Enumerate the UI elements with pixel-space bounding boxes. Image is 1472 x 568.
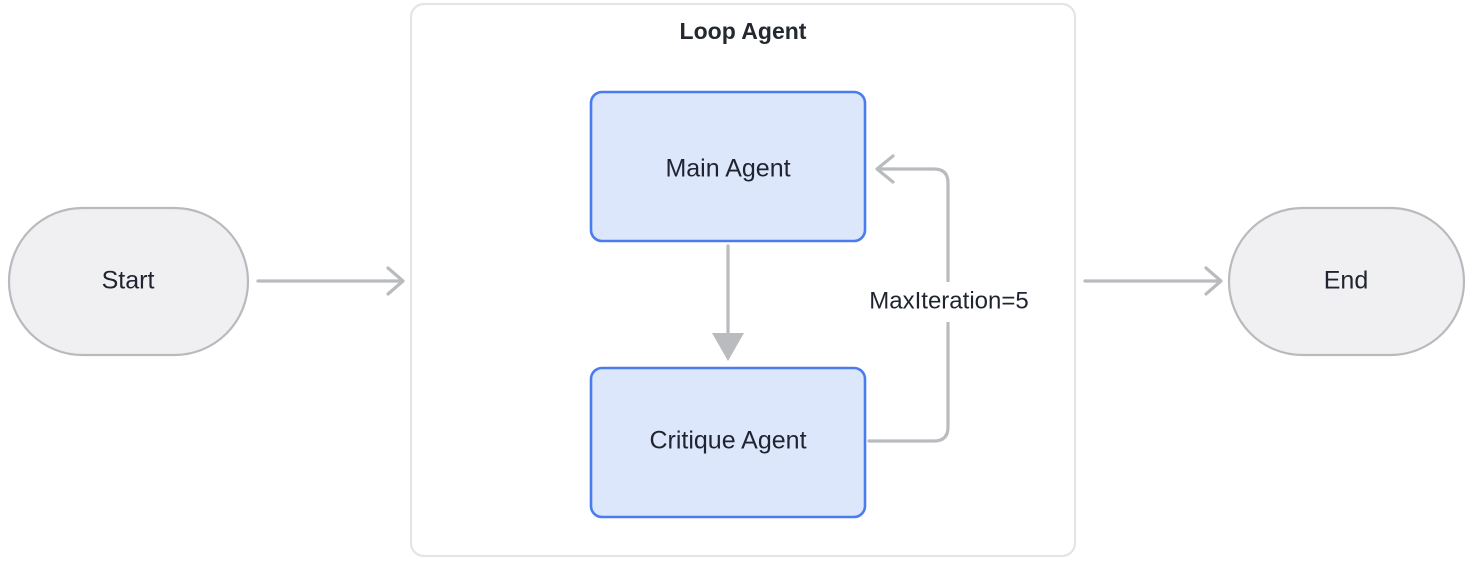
edge-critique-to-main-label: MaxIteration=5 (869, 287, 1028, 314)
main-agent-node-label: Main Agent (665, 155, 790, 183)
start-node-label: Start (102, 267, 155, 295)
arrowhead-open-right-icon (386, 266, 405, 296)
arrowhead-solid-down-icon (712, 333, 744, 361)
start-node[interactable] (7, 206, 250, 357)
critique-agent-node[interactable] (589, 366, 867, 519)
end-node[interactable] (1227, 206, 1466, 357)
edge-label-background-mask (845, 282, 1053, 322)
loop-agent-group-title: Loop Agent (680, 18, 807, 44)
arrowhead-open-right-end-icon (1204, 266, 1223, 296)
main-agent-node[interactable] (589, 90, 867, 243)
arrowhead-open-left-icon (875, 154, 895, 184)
edge-loop-to-end (1083, 266, 1223, 296)
loop-agent-group-container[interactable] (409, 2, 1077, 558)
edge-main-to-critique (712, 244, 744, 361)
critique-agent-node-label: Critique Agent (649, 427, 806, 455)
end-node-label: End (1324, 267, 1368, 295)
edge-critique-to-main: MaxIteration=5 (845, 154, 1053, 443)
edge-start-to-loop (256, 266, 405, 296)
